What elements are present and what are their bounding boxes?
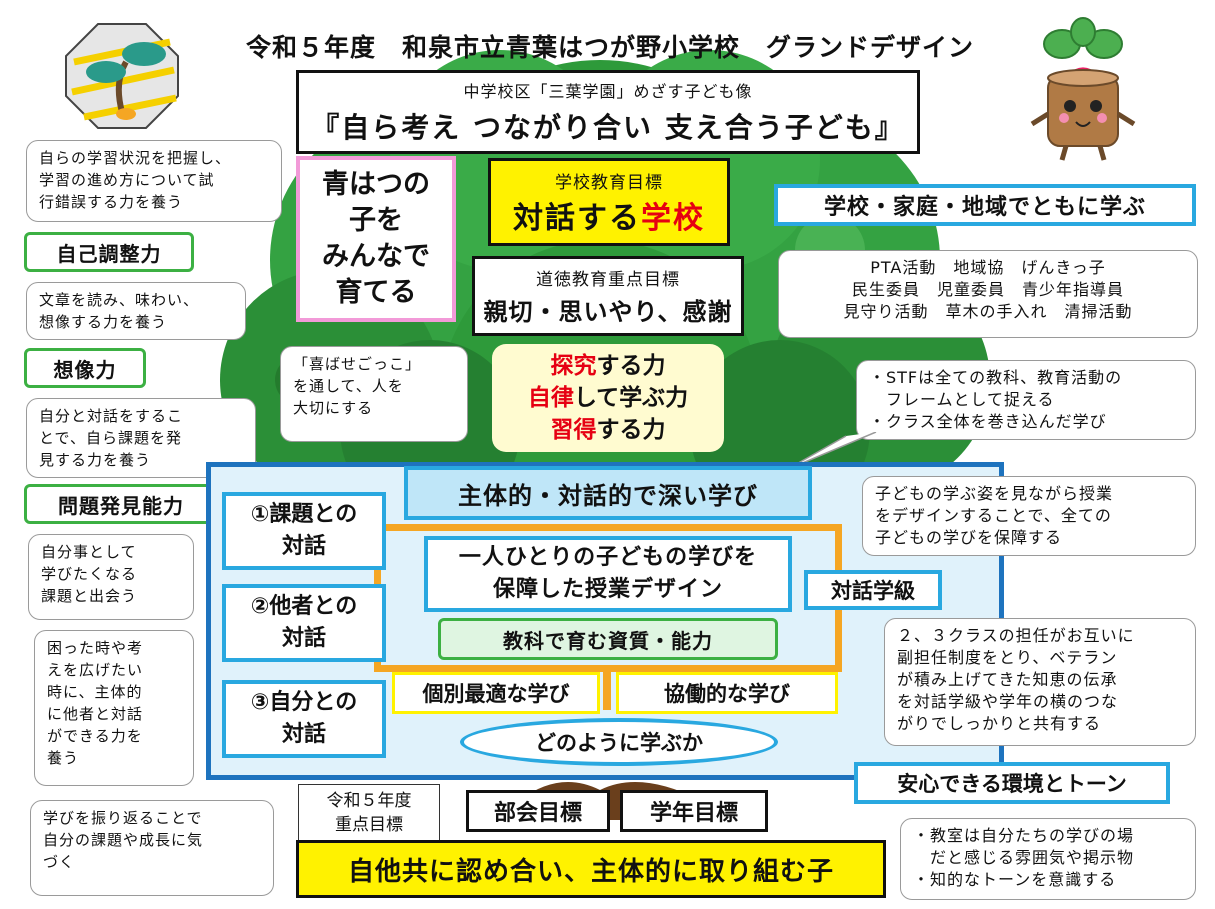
orange-divider bbox=[603, 666, 611, 710]
design-note: 子どもの学ぶ姿を見ながら授業 をデザインすることで、全ての 子どもの学びを保障す… bbox=[862, 476, 1196, 556]
slogan-box: 青はつの 子を みんなで 育てる bbox=[296, 156, 456, 322]
moral-bubble: 「喜ばせごっこ」 を通して、人を 大切にする bbox=[280, 346, 468, 442]
priority-label: 令和５年度 重点目標 bbox=[298, 784, 440, 842]
label-self-regulation: 自己調整力 bbox=[24, 232, 194, 272]
label-problem-finding: 問題発見能力 bbox=[24, 484, 218, 524]
competence-box: 教科で育む資質・能力 bbox=[438, 618, 778, 660]
environment-note: ・教室は自分たちの学びの場 だと感じる雰囲気や掲示物 ・知的なトーンを意識する bbox=[900, 818, 1196, 900]
school-goal-caption: 学校教育目標 bbox=[555, 172, 663, 193]
school-goal-main: 対話する学校 bbox=[513, 193, 705, 237]
power-inquiry: 探究する力 bbox=[550, 353, 666, 379]
moral-goal-caption: 道徳教育重点目標 bbox=[536, 270, 680, 290]
vision-main: 『自ら考え つながり合い 支え合う子ども』 bbox=[311, 111, 905, 144]
lesson-design-box: 一人ひとりの子どもの学びを 保障した授業デザイン bbox=[424, 536, 792, 612]
dialogue-class-label: 対話学級 bbox=[804, 570, 942, 610]
environment-label: 安心できる環境とトーン bbox=[854, 762, 1170, 804]
school-logo-icon bbox=[65, 23, 179, 129]
label-imagination: 想像力 bbox=[24, 348, 146, 388]
power-acquisition: 習得する力 bbox=[550, 417, 666, 443]
page-title: 令和５年度 和泉市立青葉はつが野小学校 グランドデザイン bbox=[245, 33, 974, 62]
power-autonomy: 自律して学ぶ力 bbox=[527, 385, 689, 411]
dialogue-class-note: ２、３クラスの担任がお互いに 副担任制度をとり、ベテラン が積み上げてきた知恵の… bbox=[884, 618, 1196, 746]
main-priority-goal: 自他共に認め合い、主体的に取り組む子 bbox=[296, 840, 886, 898]
school-goal-prefix: 対話する bbox=[513, 200, 641, 236]
vision-caption: 中学校区「三葉学園」めざす子ども像 bbox=[463, 82, 753, 101]
left-bubble-imagination: 文章を読み、味わい、 想像する力を養う bbox=[26, 282, 246, 340]
dialogue-self: ③自分との 対話 bbox=[222, 680, 386, 758]
community-detail: PTA活動 地域協 げんきっ子 民生委員 児童委員 青少年指導員 見守り活動 草… bbox=[778, 250, 1198, 338]
note-encounter-task: 自分事として 学びたくなる 課題と出会う bbox=[28, 534, 194, 620]
main-banner: 主体的・対話的で深い学び bbox=[404, 466, 812, 520]
dept-goal: 部会目標 bbox=[466, 790, 610, 832]
school-goal-highlight: 学校 bbox=[641, 200, 705, 236]
individual-learning: 個別最適な学び bbox=[392, 672, 600, 714]
moral-goal-main: 親切・思いやり、感謝 bbox=[483, 298, 733, 326]
dialogue-others: ②他者との 対話 bbox=[222, 584, 386, 662]
note-reflection: 学びを振り返ることで 自分の課題や成長に気 づく bbox=[30, 800, 274, 896]
stf-note: ・STFは全ての教科、教育活動の フレームとして捉える ・クラス全体を巻き込んだ… bbox=[856, 360, 1196, 440]
vision-box: 中学校区「三葉学園」めざす子ども像 『自ら考え つながり合い 支え合う子ども』 bbox=[296, 70, 920, 154]
dialogue-task: ①課題との 対話 bbox=[222, 492, 386, 570]
grade-goal: 学年目標 bbox=[620, 790, 768, 832]
community-title: 学校・家庭・地域でともに学ぶ bbox=[774, 184, 1196, 226]
how-to-learn-oval: どのように学ぶか bbox=[460, 718, 778, 766]
mascot-icon bbox=[1030, 17, 1136, 161]
note-dialogue-others: 困った時や考 えを広げたい 時に、主体的 に他者と対話 ができる力を 養う bbox=[34, 630, 194, 786]
moral-goal-box: 道徳教育重点目標 親切・思いやり、感謝 bbox=[472, 256, 744, 336]
school-goal-box: 学校教育目標 対話する学校 bbox=[488, 158, 730, 246]
collaborative-learning: 協働的な学び bbox=[616, 672, 838, 714]
left-bubble-self-regulation: 自らの学習状況を把握し、 学習の進め方について試 行錯誤する力を養う bbox=[26, 140, 282, 222]
powers-box: 探究する力 自律して学ぶ力 習得する力 bbox=[492, 344, 724, 452]
